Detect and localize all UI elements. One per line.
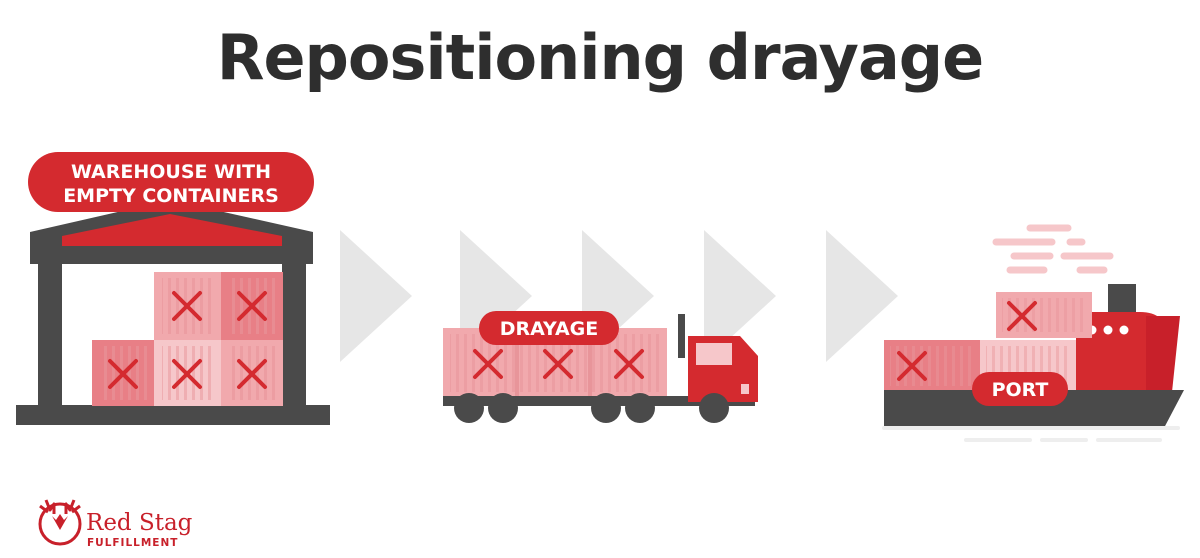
stag-logo-icon — [38, 499, 82, 546]
logo-sub: FULFILLMENT — [87, 537, 178, 549]
page-title: Repositioning drayage — [216, 21, 984, 94]
warehouse-icon — [16, 200, 330, 425]
smoke-puffs — [992, 224, 1114, 274]
warehouse-container — [221, 272, 283, 340]
chevron-arrow-icon — [826, 230, 898, 362]
warehouse-container — [221, 340, 283, 406]
chevron-arrow-icon — [340, 230, 412, 362]
ship-container — [884, 340, 980, 392]
port-label: PORT — [972, 372, 1068, 406]
warehouse-label-line1: WAREHOUSE WITH — [71, 161, 271, 183]
logo-name: Red Stag — [86, 510, 193, 536]
ship-icon — [882, 224, 1184, 442]
drayage-label-text: DRAYAGE — [500, 318, 599, 340]
warehouse-label: WAREHOUSE WITH EMPTY CONTAINERS — [28, 152, 314, 212]
ship-container — [996, 292, 1092, 338]
drayage-label: DRAYAGE — [479, 311, 619, 345]
warehouse-container — [92, 340, 154, 406]
chevron-arrow-icon — [704, 230, 776, 362]
port-label-text: PORT — [992, 379, 1049, 401]
warehouse-container — [154, 340, 221, 406]
warehouse-container — [154, 272, 221, 340]
warehouse-label-line2: EMPTY CONTAINERS — [63, 185, 279, 207]
brand-logo: Red Stag FULFILLMENT — [38, 499, 193, 549]
water-lines — [882, 426, 1180, 442]
